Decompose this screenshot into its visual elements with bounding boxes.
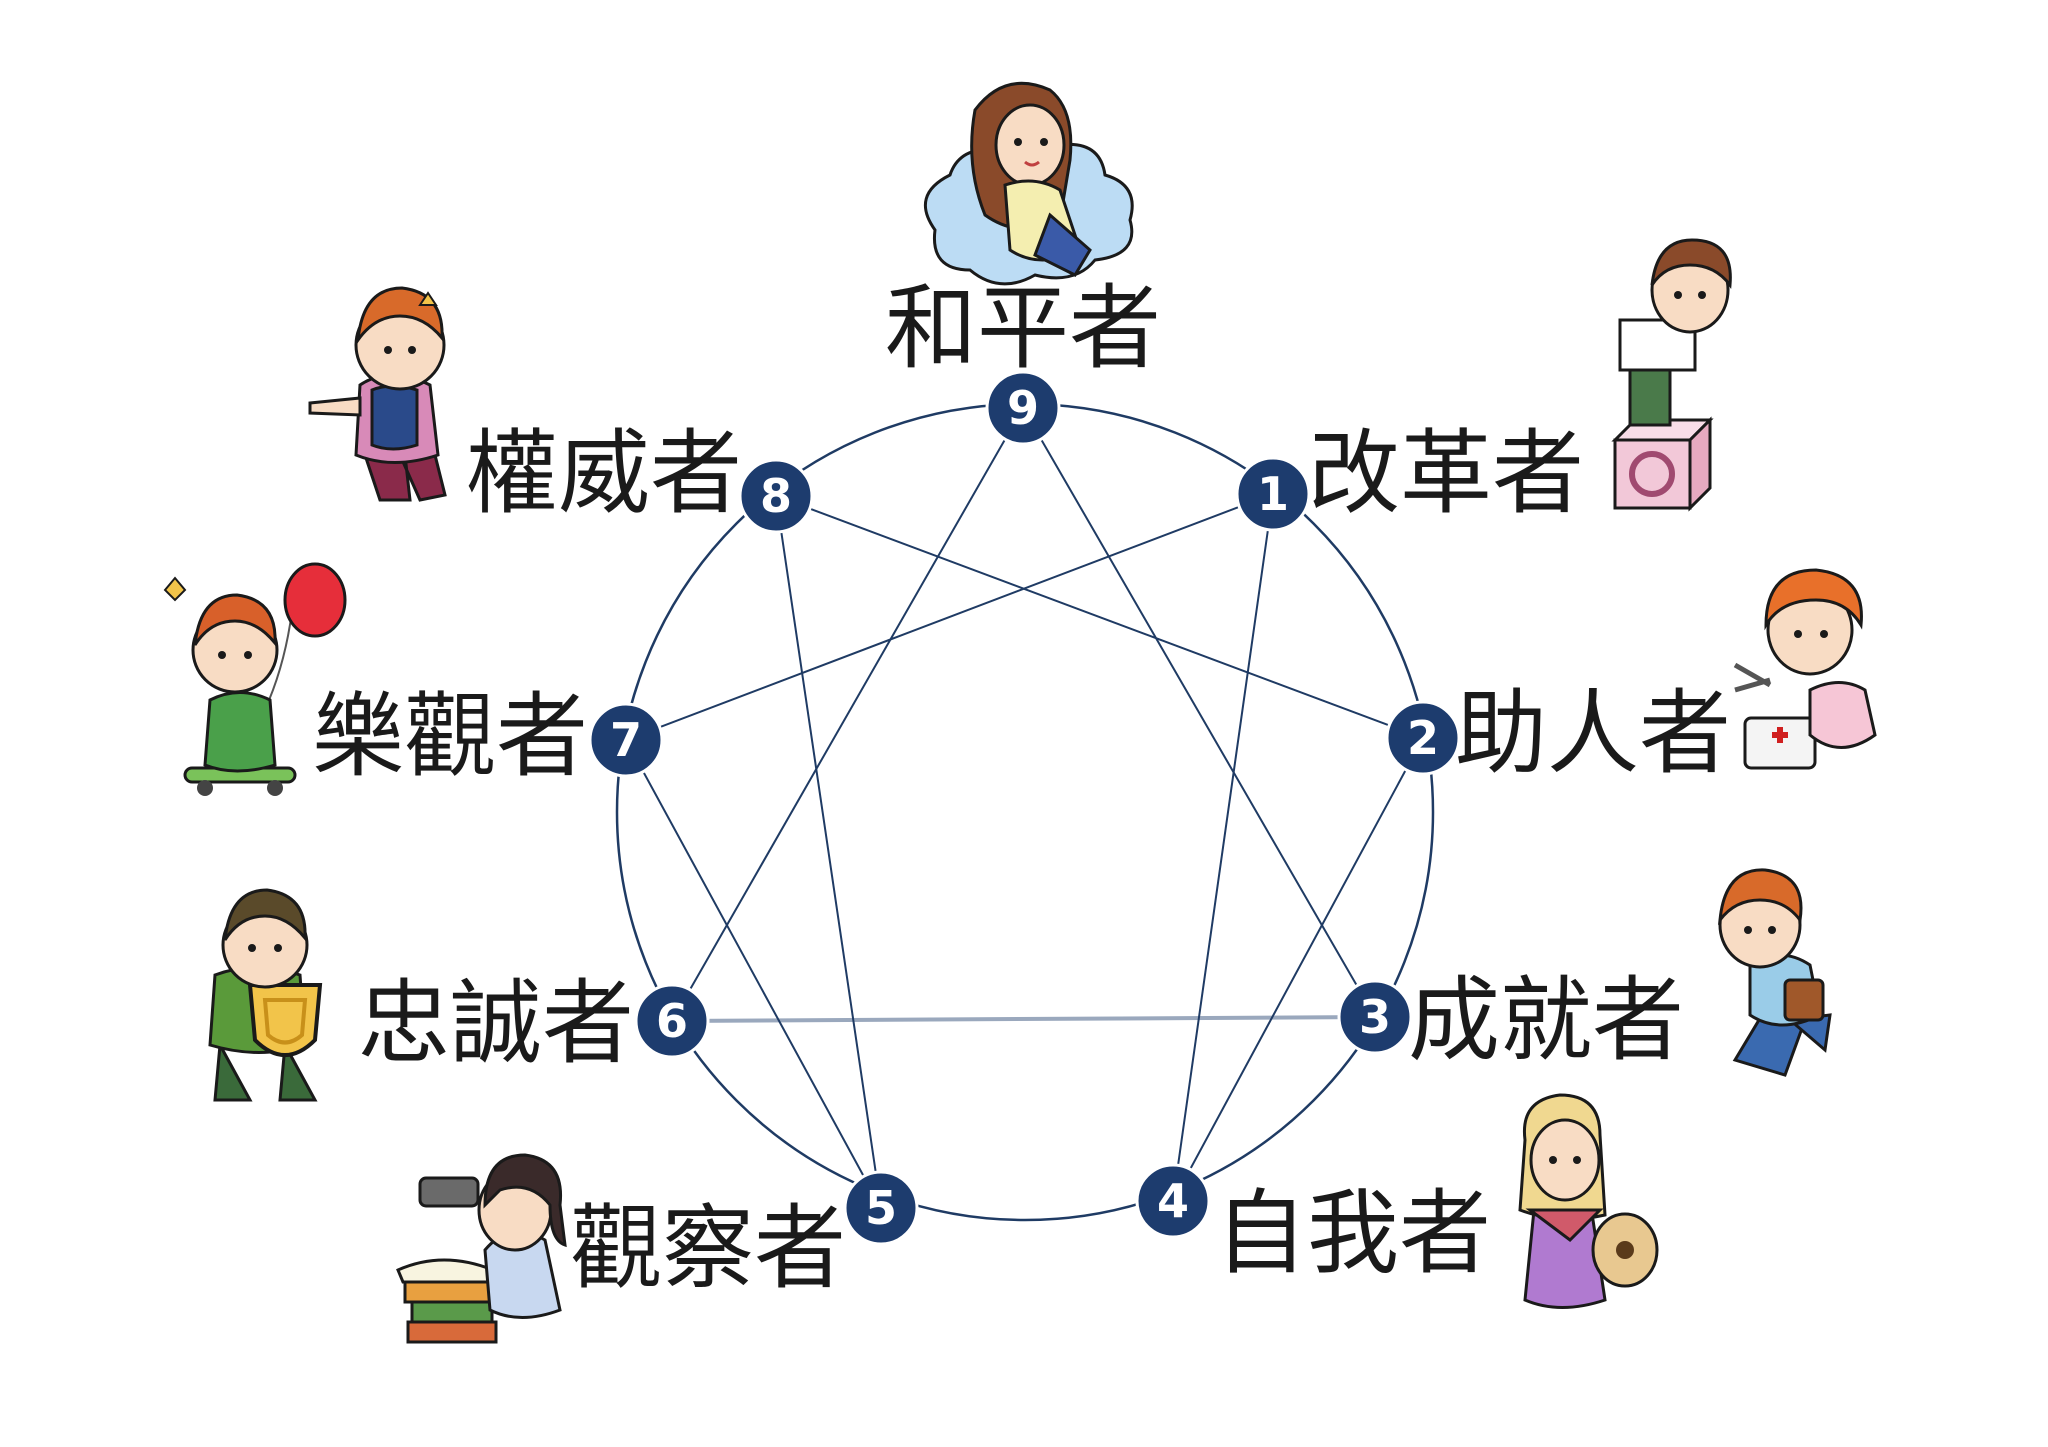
figure-girl-with-binoculars-books	[398, 1155, 565, 1342]
line-7-1	[626, 494, 1273, 740]
connection-lines	[626, 408, 1423, 1208]
node-number-9: 9	[1007, 381, 1039, 435]
node-6: 6	[636, 985, 708, 1057]
line-1-4	[1173, 494, 1273, 1201]
figure-boy-pointing	[310, 288, 445, 500]
figure-boy-with-paper-on-box	[1615, 240, 1730, 508]
node-number-2: 2	[1407, 711, 1439, 765]
line-4-2	[1173, 738, 1423, 1201]
label-type-5: 觀察者	[570, 1195, 846, 1302]
label-type-2: 助人者	[1455, 680, 1731, 787]
figure-girl-on-cloud	[925, 83, 1132, 284]
label-type-8: 權威者	[466, 420, 742, 527]
node-8: 8	[740, 460, 812, 532]
label-type-4: 自我者	[1215, 1180, 1491, 1287]
line-2-8	[776, 496, 1423, 738]
node-4: 4	[1137, 1165, 1209, 1237]
label-type-3: 成就者	[1408, 967, 1684, 1074]
label-type-6: 忠誠者	[358, 970, 634, 1077]
label-type-9: 和平者	[885, 275, 1161, 382]
node-number-7: 7	[610, 713, 642, 767]
node-number-8: 8	[760, 469, 792, 523]
node-number-4: 4	[1157, 1174, 1189, 1228]
figure-girl-with-guitar	[1520, 1095, 1657, 1308]
line-8-5	[776, 496, 881, 1208]
node-9: 9	[987, 372, 1059, 444]
label-type-7: 樂觀者	[312, 683, 588, 790]
node-1: 1	[1237, 458, 1309, 530]
node-number-1: 1	[1257, 467, 1289, 521]
node-5: 5	[845, 1172, 917, 1244]
figure-girl-with-scissors-first-aid	[1735, 570, 1875, 768]
figure-running-boy	[1720, 870, 1830, 1075]
label-type-1: 改革者	[1308, 420, 1584, 527]
node-number-3: 3	[1359, 990, 1391, 1044]
figure-boy-with-shield	[210, 890, 320, 1100]
node-number-6: 6	[656, 994, 688, 1048]
node-number-5: 5	[865, 1181, 897, 1235]
node-2: 2	[1387, 702, 1459, 774]
node-3: 3	[1339, 981, 1411, 1053]
line-5-7	[626, 740, 881, 1208]
node-7: 7	[590, 704, 662, 776]
